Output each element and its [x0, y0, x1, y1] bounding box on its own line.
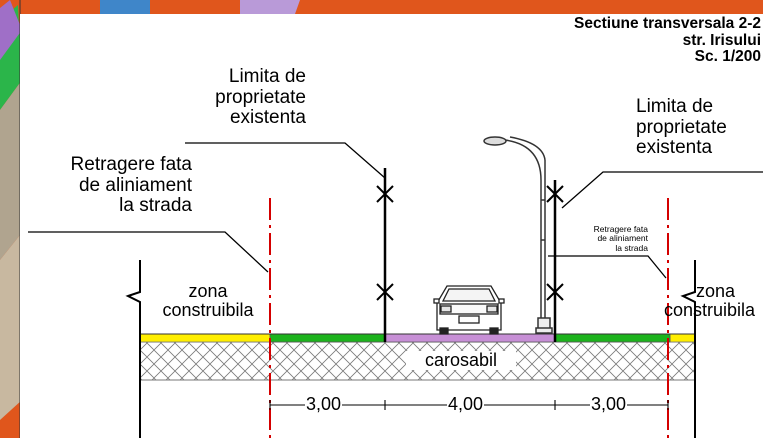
car-icon — [433, 285, 505, 335]
dimension-3: 3,00 — [590, 394, 628, 415]
setback-label-left: Retragere fata de aliniament la strada — [70, 154, 192, 217]
alignment-lines — [269, 198, 669, 438]
break-lines — [125, 260, 696, 438]
property-limit-label-left: Limita de proprietate existenta — [215, 66, 306, 129]
leader-lines — [28, 142, 763, 279]
title-line-1: Sectiune transversala 2-2 — [574, 15, 761, 32]
buildable-zone-label-left: zona construibila — [162, 281, 254, 321]
property-limit-label-right: Limita de proprietate existenta — [636, 96, 727, 159]
property-limits — [376, 168, 564, 342]
title-line-2: str. Irisului — [682, 31, 761, 49]
drawing-title: Sectiune transversala 2-2 str. Irisului … — [574, 15, 761, 66]
setback-label-right: Retragere fata de aliniament la strada — [593, 224, 648, 253]
title-scale: Sc. 1/200 — [694, 48, 761, 66]
street-lamp — [483, 136, 553, 334]
roadway-label: carosabil — [406, 350, 516, 371]
dimension-2: 4,00 — [447, 394, 485, 415]
buildable-zone-label-right: zona construibila — [664, 282, 756, 321]
dimension-1: 3,00 — [305, 394, 343, 415]
